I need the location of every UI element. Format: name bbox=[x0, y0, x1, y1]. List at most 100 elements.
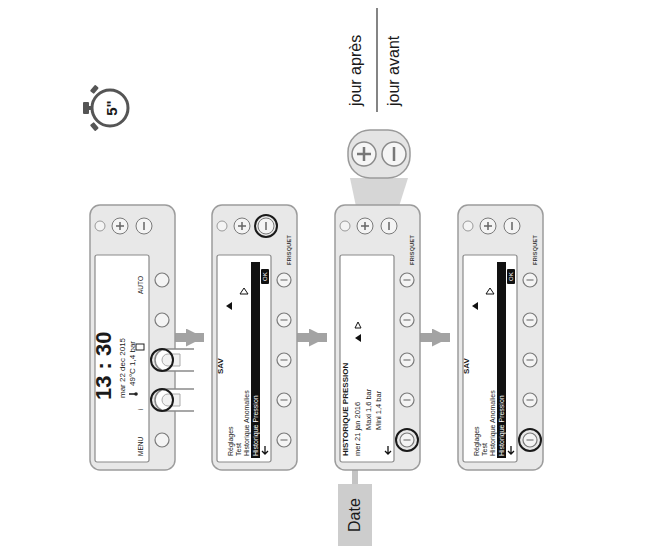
device-housing bbox=[335, 205, 420, 470]
push-button bbox=[400, 353, 414, 367]
button-mark bbox=[527, 399, 534, 400]
push-button bbox=[400, 433, 414, 447]
minus-symbol bbox=[265, 222, 267, 230]
device-housing bbox=[458, 205, 543, 470]
screen-text: 49°C 1,4 bar bbox=[129, 341, 137, 386]
press-marker bbox=[255, 215, 277, 237]
screen bbox=[463, 255, 517, 462]
right-triangle bbox=[355, 322, 361, 328]
button-pill bbox=[348, 130, 410, 178]
push-button bbox=[155, 433, 169, 447]
stopwatch-icon bbox=[83, 85, 128, 132]
display-panel: SAVRéglagesTestHistorique AnomaliesHisto… bbox=[212, 205, 297, 470]
thermometer-icon bbox=[129, 393, 135, 395]
plus-button bbox=[112, 218, 128, 234]
right-triangle bbox=[486, 288, 494, 294]
button-mark bbox=[281, 319, 288, 320]
push-button bbox=[277, 353, 291, 367]
callout-leader bbox=[352, 470, 358, 484]
back-icon bbox=[385, 446, 391, 454]
finger bbox=[155, 389, 194, 411]
push-button bbox=[400, 393, 414, 407]
screen-text: Test bbox=[235, 443, 242, 456]
up-triangle bbox=[226, 302, 232, 310]
back-icon bbox=[508, 446, 514, 454]
button-mark bbox=[527, 359, 534, 360]
button-mark bbox=[404, 439, 411, 440]
screen-text: SAV bbox=[463, 358, 471, 374]
screen-text: HISTORIQUE PRESSION bbox=[342, 363, 350, 456]
screen-text: OK bbox=[507, 269, 515, 284]
screen-text: FRISQUET bbox=[287, 235, 293, 265]
minus-button bbox=[258, 218, 274, 234]
button-mark bbox=[404, 359, 411, 360]
screen-text: FRISQUET bbox=[410, 235, 416, 265]
button-mark bbox=[527, 279, 534, 280]
stopwatch-face bbox=[92, 90, 128, 126]
divider-line bbox=[376, 8, 377, 112]
fingernail bbox=[162, 354, 180, 366]
screen-text: Test bbox=[481, 443, 488, 456]
press-marker bbox=[151, 349, 173, 371]
minus-symbol bbox=[143, 222, 145, 230]
push-button bbox=[523, 433, 537, 447]
plus-button bbox=[352, 142, 376, 166]
press-marker bbox=[519, 429, 541, 451]
button-mark bbox=[527, 439, 534, 440]
screen-text: mar 22 dec 2015 bbox=[119, 338, 127, 398]
plus-button bbox=[480, 218, 496, 234]
button-mark bbox=[404, 399, 411, 400]
step-arrow bbox=[175, 333, 204, 342]
step-arrow bbox=[297, 333, 327, 342]
screen-text: i bbox=[138, 409, 145, 410]
plus-symbol bbox=[361, 222, 369, 230]
minus-button bbox=[381, 218, 397, 234]
power-button bbox=[95, 221, 105, 231]
timer-label: 5" bbox=[104, 100, 119, 115]
screen-text: FRISQUET bbox=[533, 235, 539, 265]
plus-button bbox=[357, 218, 373, 234]
push-button bbox=[277, 433, 291, 447]
screen bbox=[340, 255, 394, 462]
press-marker bbox=[396, 429, 418, 451]
up-triangle bbox=[355, 334, 361, 342]
power-button bbox=[340, 221, 350, 231]
screen-text: 13 : 30 bbox=[93, 332, 115, 401]
display-panel: 13 : 30mar 22 dec 201549°C 1,4 barMENUiA… bbox=[90, 205, 175, 470]
power-button bbox=[463, 221, 473, 231]
minus-symbol bbox=[388, 222, 390, 230]
push-button bbox=[523, 273, 537, 287]
stopwatch-ear bbox=[90, 122, 99, 131]
plus-symbol bbox=[484, 222, 492, 230]
mode-icon bbox=[136, 344, 144, 350]
thermometer-bulb bbox=[134, 392, 138, 396]
screen-text: mer 21 jan 2016 bbox=[354, 402, 362, 456]
button-mark bbox=[281, 399, 288, 400]
screen-text: AUTO bbox=[138, 276, 145, 294]
screen-text: SAV bbox=[217, 358, 225, 374]
display-panel: HISTORIQUE PRESSIONmer 21 jan 2016Maxi 1… bbox=[335, 205, 420, 470]
push-button bbox=[277, 393, 291, 407]
minus-symbol bbox=[511, 222, 513, 230]
push-button bbox=[400, 313, 414, 327]
push-button bbox=[155, 273, 169, 287]
minus-button bbox=[136, 218, 152, 234]
push-button bbox=[523, 353, 537, 367]
plus-button bbox=[234, 218, 250, 234]
device-housing bbox=[212, 205, 297, 470]
display-panel: SAVRéglagesTestHistorique AnomaliesHisto… bbox=[458, 205, 543, 470]
screen-text: Historique Pression bbox=[251, 262, 260, 458]
push-button bbox=[155, 313, 169, 327]
button-mark bbox=[281, 439, 288, 440]
screen-text: Mini 1,4 bar bbox=[375, 391, 383, 430]
button-caption: jour après bbox=[348, 35, 364, 106]
back-icon bbox=[262, 446, 268, 454]
screen-text: Historique Pression bbox=[497, 262, 506, 458]
right-triangle bbox=[240, 288, 248, 294]
screen-text: OK bbox=[261, 269, 269, 284]
plus-symbol bbox=[357, 153, 371, 156]
callout-box: Date bbox=[338, 484, 372, 546]
push-button bbox=[400, 273, 414, 287]
callout-text: Date bbox=[347, 498, 363, 532]
